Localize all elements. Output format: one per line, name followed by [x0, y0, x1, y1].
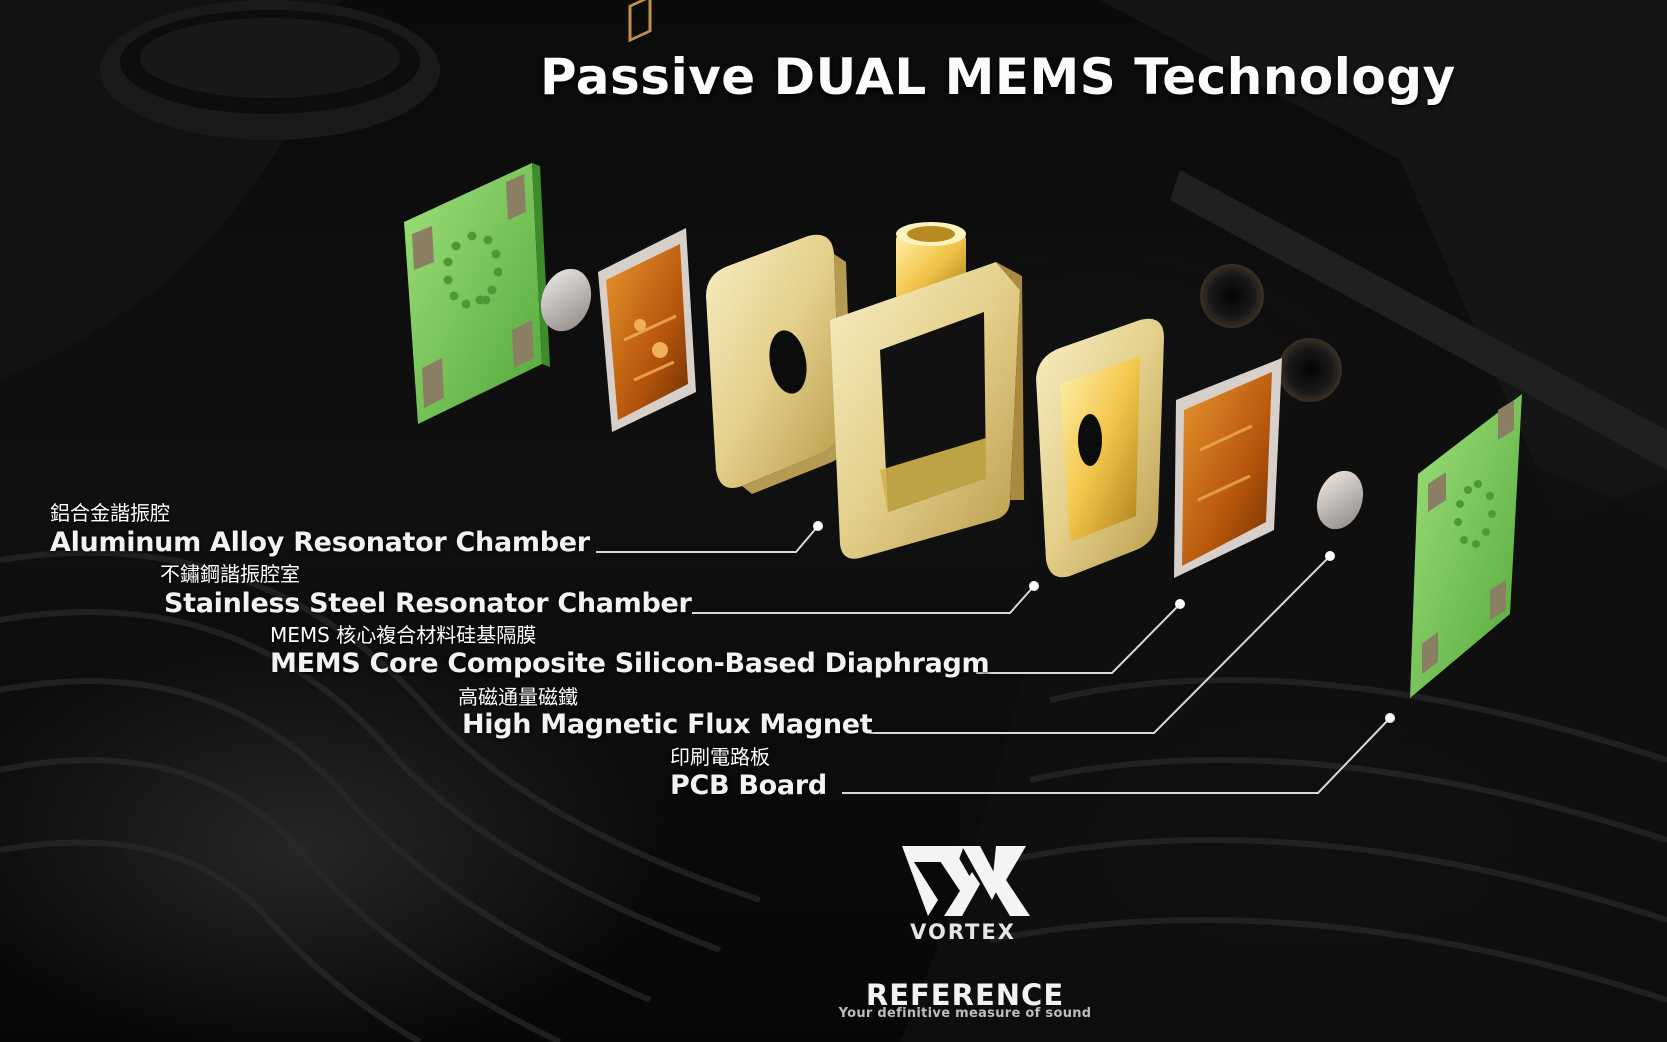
label-aluminum-zh: 鋁合金諧振腔 [50, 501, 170, 525]
product-name: REFERENCE [865, 978, 1065, 1012]
brand-tagline: Your definitive measure of sound [838, 1006, 1092, 1021]
leader-dot-icon [1029, 581, 1039, 591]
page-title: Passive DUAL MEMS Technology [540, 48, 1456, 106]
stainless-steel-chamber [830, 222, 1024, 559]
leader-dot-icon [1175, 599, 1185, 609]
label-pcb-zh: 印刷電路板 [670, 745, 770, 769]
left-magnet [540, 268, 592, 332]
left-pcb-board [404, 163, 550, 424]
leader-dot-icon [1385, 713, 1395, 723]
leader-lines [596, 525, 1391, 794]
label-stainless-en: Stainless Steel Resonator Chamber [164, 588, 692, 619]
leader-dot-icon [813, 521, 823, 531]
vent-holes [1200, 264, 1342, 402]
leader-line-stainless [692, 585, 1035, 614]
leader-dot-icon [1325, 551, 1335, 561]
leader-line-pcb [842, 717, 1391, 794]
leader-line-magnet [866, 555, 1331, 734]
right-pcb-board [1410, 394, 1522, 698]
leader-line-aluminum [596, 525, 819, 553]
vortex-logo-icon [902, 846, 1030, 916]
label-diaphragm-zh: MEMS 核心複合材料硅基隔膜 [270, 623, 537, 647]
aluminum-alloy-frame [706, 234, 852, 494]
leader-line-diaphragm [976, 603, 1181, 674]
brand-name: VORTEX [910, 920, 1016, 944]
label-pcb-en: PCB Board [670, 770, 827, 801]
label-magnet-zh: 高磁通量磁鐵 [458, 685, 578, 709]
left-mems-diaphragm [598, 0, 696, 432]
label-stainless-zh: 不鏽鋼諧振腔室 [160, 562, 300, 586]
label-diaphragm-en: MEMS Core Composite Silicon-Based Diaphr… [270, 648, 990, 679]
right-magnet [1316, 470, 1364, 530]
right-mems-diaphragm [1174, 358, 1282, 578]
label-magnet-en: High Magnetic Flux Magnet [462, 709, 873, 740]
label-aluminum-en: Aluminum Alloy Resonator Chamber [50, 527, 590, 558]
right-resonator-frame [1036, 318, 1164, 578]
